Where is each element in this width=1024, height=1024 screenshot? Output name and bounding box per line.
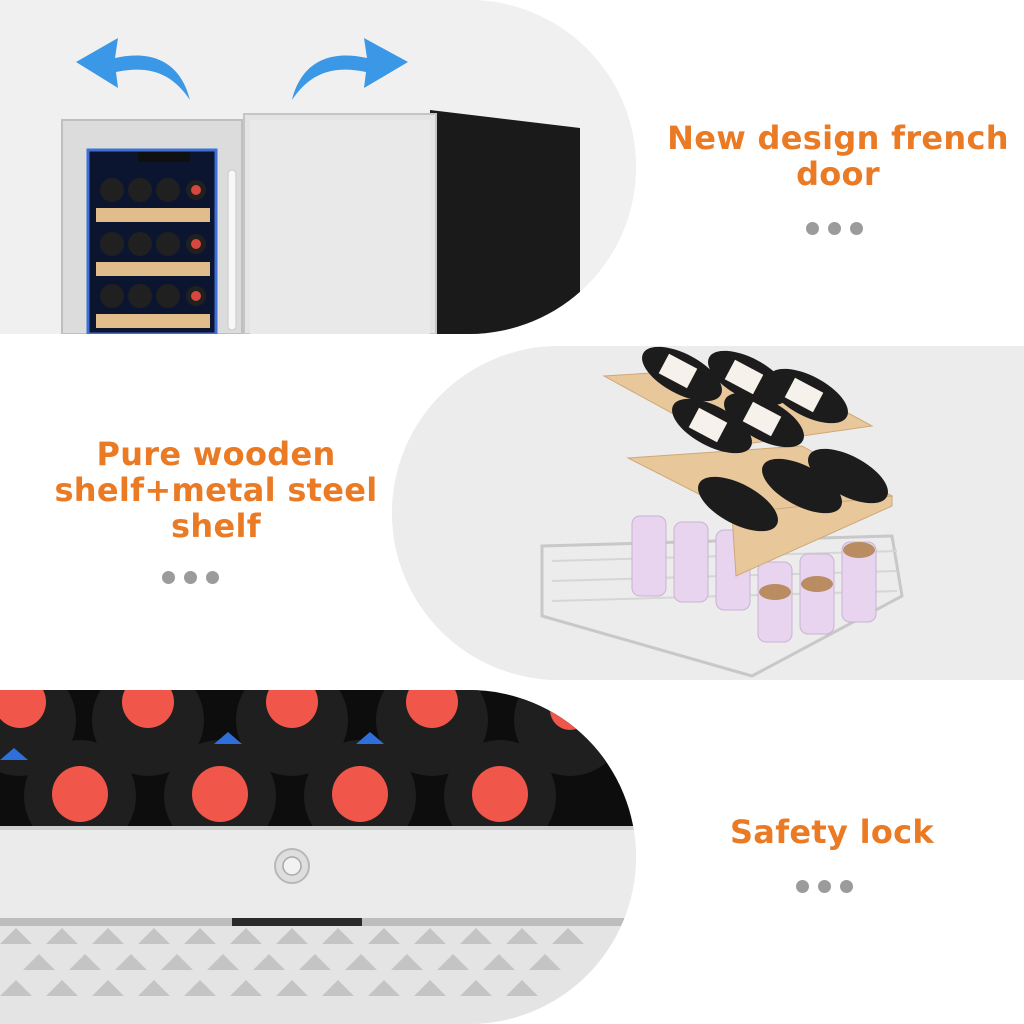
feature-title-safety-lock: Safety lock [729, 813, 935, 851]
dot-icon [162, 571, 175, 584]
ellipsis-dots [796, 880, 853, 893]
safety-lock-image [0, 690, 636, 1024]
dot-icon [796, 880, 809, 893]
dot-icon [850, 222, 863, 235]
dot-icon [818, 880, 831, 893]
dot-icon [184, 571, 197, 584]
dot-icon [206, 571, 219, 584]
dot-icon [806, 222, 819, 235]
french-door-image [0, 0, 636, 334]
dot-icon [828, 222, 841, 235]
ellipsis-dots [162, 571, 219, 584]
shelf-image [392, 346, 1024, 680]
dot-icon [840, 880, 853, 893]
ellipsis-dots [806, 222, 863, 235]
